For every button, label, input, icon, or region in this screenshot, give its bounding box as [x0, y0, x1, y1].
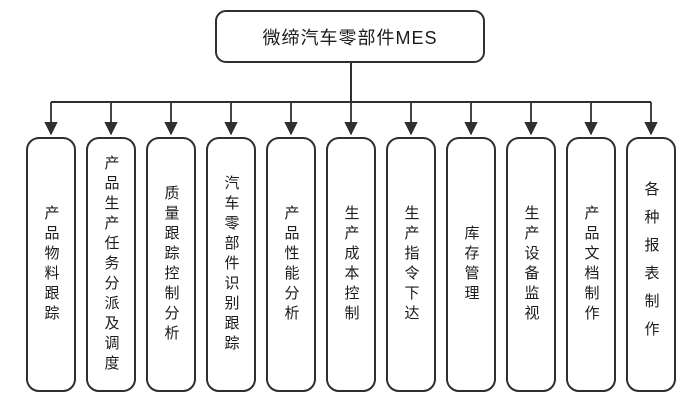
- node-product-material-tracking: 产品物料跟踪: [26, 137, 76, 392]
- node-label: 产品文档制作: [582, 204, 600, 325]
- node-label: 汽车零部件识别跟踪: [222, 174, 240, 355]
- node-product-performance-analysis: 产品性能分析: [266, 137, 316, 392]
- node-label: 生产指令下达: [402, 204, 420, 325]
- node-label: 生产成本控制: [342, 204, 360, 325]
- node-label: 生产设备监视: [522, 204, 540, 325]
- node-label: 产品性能分析: [282, 204, 300, 325]
- node-auto-parts-identification-tracking: 汽车零部件识别跟踪: [206, 137, 256, 392]
- node-production-equipment-monitoring: 生产设备监视: [506, 137, 556, 392]
- node-product-document-creation: 产品文档制作: [566, 137, 616, 392]
- node-production-cost-control: 生产成本控制: [326, 137, 376, 392]
- node-label: 质量跟踪控制分析: [162, 184, 180, 345]
- node-label: 产品生产任务分派及调度: [102, 154, 120, 375]
- node-inventory-management: 库存管理: [446, 137, 496, 392]
- root-node: 微缔汽车零部件MES: [215, 10, 485, 63]
- node-production-instruction-issuing: 生产指令下达: [386, 137, 436, 392]
- node-label: 产品物料跟踪: [42, 204, 60, 325]
- node-production-task-dispatch-scheduling: 产品生产任务分派及调度: [86, 137, 136, 392]
- node-report-creation: 各种报表制作: [626, 137, 676, 392]
- root-node-label: 微缔汽车零部件MES: [262, 27, 438, 48]
- node-label: 库存管理: [462, 224, 480, 305]
- node-label: 各种报表制作: [642, 180, 660, 349]
- node-quality-tracking-control-analysis: 质量跟踪控制分析: [146, 137, 196, 392]
